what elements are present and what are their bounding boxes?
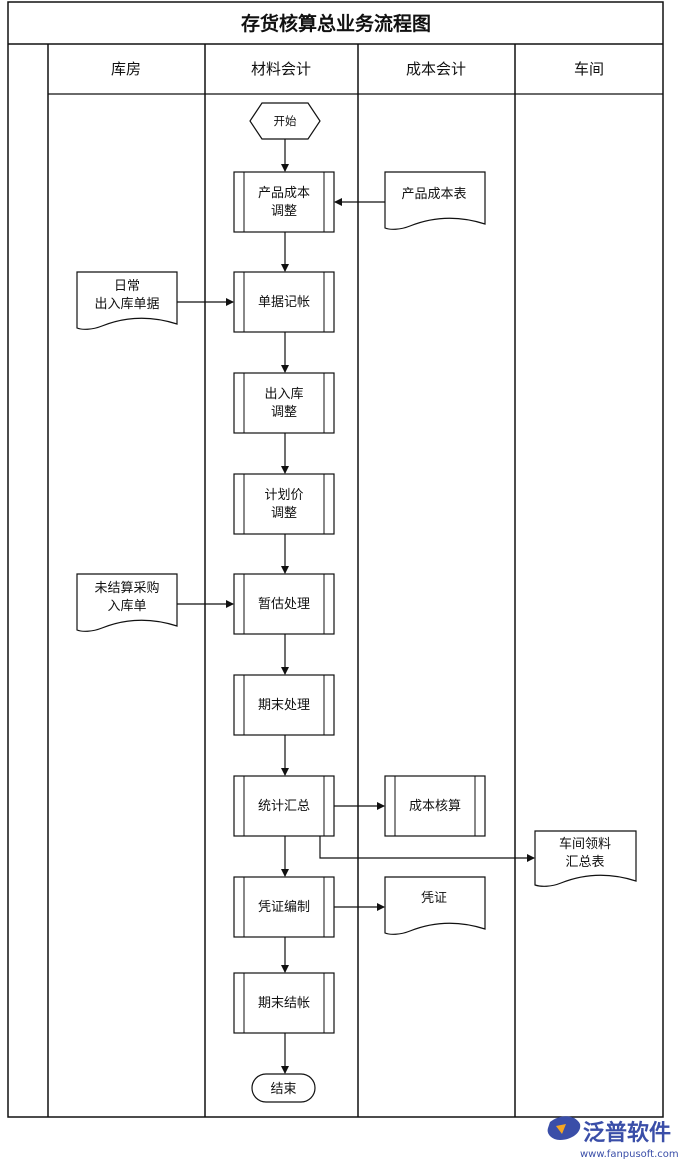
start-label: 开始 [274,114,297,128]
process-label: 统计汇总 [258,799,310,814]
document-workshop-summary: 车间领料 汇总表 [534,830,637,887]
document-label-line1: 车间领料 [559,836,611,852]
process-label: 暂估处理 [258,597,310,612]
process-product-cost-adjust: 产品成本 调整 [233,171,335,233]
start-node: 开始 [249,102,321,140]
brand-name: 泛普软件 [583,1120,671,1146]
document-label-line2: 入库单 [107,598,146,614]
document-label: 产品成本表 [401,187,466,202]
lane-header-warehouse: 库房 [111,60,141,78]
document-label-line2: 出入库单据 [94,296,159,312]
document-label-line1: 未结算采购 [94,580,159,596]
process-label: 单据记帐 [258,295,310,310]
process-label: 凭证编制 [258,900,310,915]
end-node: 结束 [251,1073,316,1103]
process-bill-posting: 单据记帐 [233,271,335,333]
document-daily-bills: 日常 出入库单据 [76,271,178,330]
process-inout-adjust: 出入库 调整 [233,372,335,434]
lane-header-workshop: 车间 [574,60,604,78]
process-label: 期末结帐 [258,996,310,1011]
process-stat-summary: 统计汇总 [233,775,335,837]
brand-url: www.fanpusoft.com [580,1149,678,1160]
process-label: 期末处理 [258,698,310,713]
process-provisional: 暂估处理 [233,573,335,635]
brand-logo: 泛普软件 www.fanpusoft.com [547,1116,678,1160]
process-label-line2: 调整 [271,204,297,219]
process-label-line1: 计划价 [264,488,303,503]
diagram-frame [7,1,664,1118]
process-label-line1: 出入库 [264,386,303,402]
process-label-line2: 调整 [271,506,297,521]
document-label: 凭证 [421,891,447,906]
lane-header-material-accounting: 材料会计 [251,60,311,78]
document-label-line1: 日常 [114,279,140,294]
document-label-line2: 汇总表 [565,855,604,870]
diagram-title: 存货核算总业务流程图 [241,12,431,35]
end-label: 结束 [270,1082,296,1097]
connectors [177,139,535,1074]
process-voucher-compile: 凭证编制 [233,876,335,938]
process-plan-price-adjust: 计划价 调整 [233,473,335,535]
process-label-line1: 产品成本 [258,186,310,201]
document-unsettled-purchase: 未结算采购 入库单 [76,573,178,632]
document-voucher: 凭证 [384,876,486,935]
process-cost-calc: 成本核算 [384,775,486,837]
lane-header-cost-accounting: 成本会计 [406,60,466,78]
document-product-cost-table: 产品成本表 [384,171,486,230]
process-period-end: 期末处理 [233,674,335,736]
process-label-line2: 调整 [271,405,297,420]
process-label: 成本核算 [409,799,461,814]
process-period-close: 期末结帐 [233,972,335,1034]
fanpu-logo-icon [547,1116,581,1140]
